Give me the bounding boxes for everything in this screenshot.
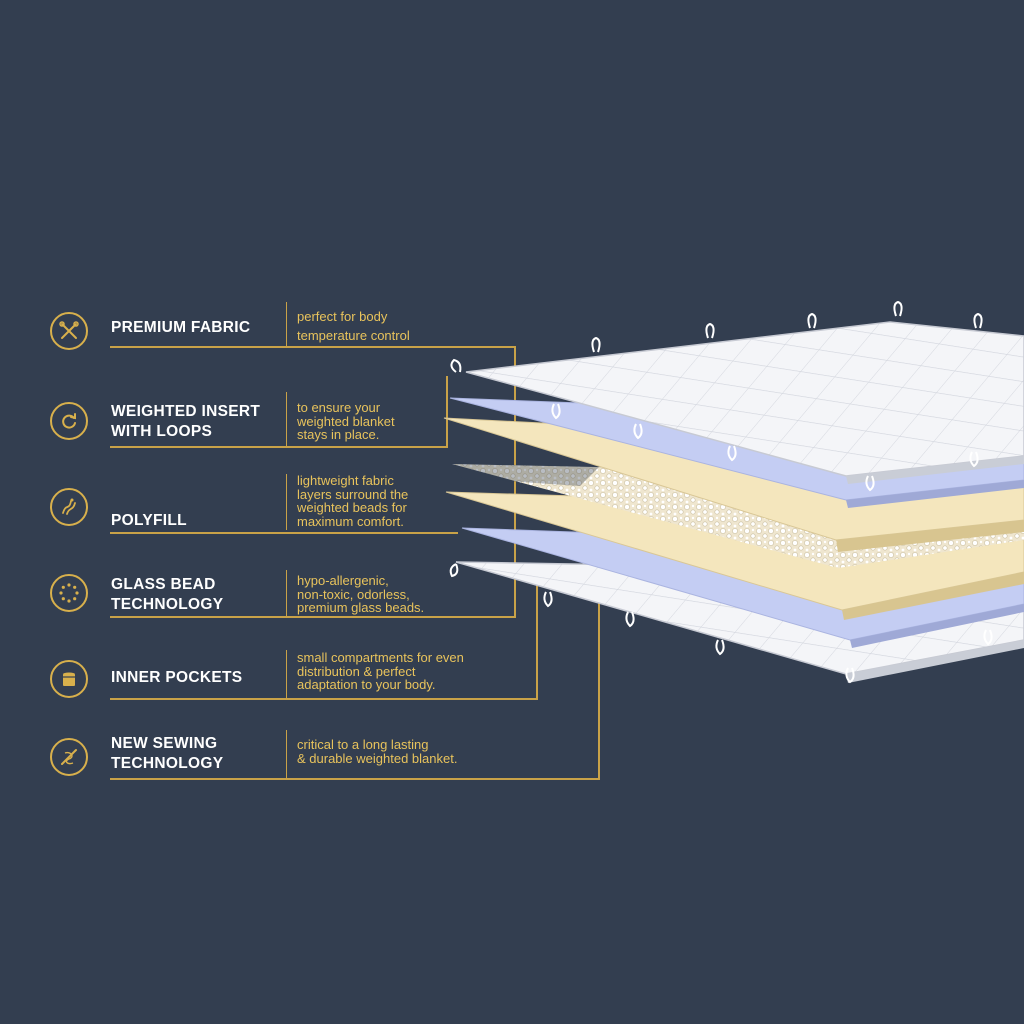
feature-description: hypo-allergenic, non-toxic, odorless, pr…	[297, 573, 425, 615]
divider	[286, 474, 287, 530]
leader-line-vertical	[446, 376, 448, 448]
leader-line-vertical	[536, 578, 538, 700]
loop-arrow-icon	[50, 402, 88, 440]
pocket-icon	[50, 660, 88, 698]
leader-line-vertical	[598, 600, 600, 780]
blanket-loops	[449, 300, 993, 684]
divider	[286, 650, 287, 698]
leader-line	[110, 778, 600, 780]
leader-line	[110, 346, 516, 348]
feature-title: POLYFILL	[111, 512, 187, 529]
bead-ring-icon	[50, 574, 88, 612]
crossed-needles-icon	[50, 312, 88, 350]
feature-title: NEW SEWING TECHNOLOGY	[111, 735, 224, 772]
fiber-icon	[50, 488, 88, 526]
feature-description: lightweight fabric layers surround the w…	[297, 473, 409, 529]
feature-title: INNER POCKETS	[111, 669, 243, 686]
feature-title: PREMIUM FABRIC	[111, 319, 251, 336]
leader-line	[110, 446, 448, 448]
top-fabric-layer	[465, 321, 1024, 484]
feature-description: small compartments for even distribution…	[297, 650, 464, 692]
feature-description: to ensure your weighted blanket stays in…	[297, 400, 395, 442]
leader-line	[110, 532, 458, 534]
feature-title: WEIGHTED INSERT WITH LOOPS	[111, 403, 261, 440]
divider	[286, 730, 287, 778]
sewing-needle-icon	[50, 738, 88, 776]
leader-line-vertical	[514, 346, 516, 618]
leader-line	[110, 616, 516, 618]
feature-title: GLASS BEAD TECHNOLOGY	[111, 576, 224, 613]
divider	[286, 570, 287, 616]
divider	[286, 302, 287, 346]
feature-description: critical to a long lasting & durable wei…	[297, 737, 458, 766]
divider	[286, 392, 287, 446]
feature-description: perfect for body temperature control	[297, 309, 410, 343]
leader-line	[110, 698, 538, 700]
